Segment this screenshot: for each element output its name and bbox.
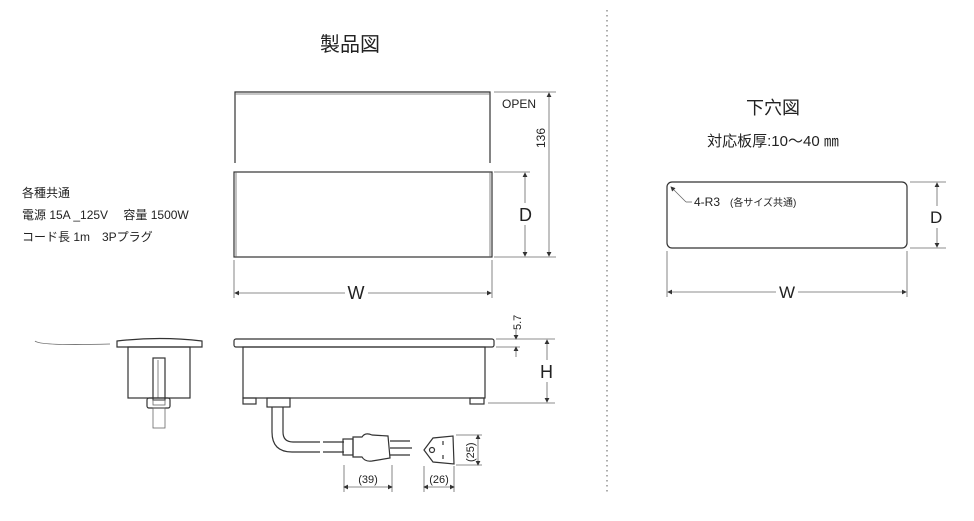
socket-width-label: (26) [429,474,449,486]
product-drawing-title: 製品図 [320,33,380,56]
depth-label: D [519,205,532,225]
height-label: H [540,362,553,382]
width-label: W [348,283,365,303]
height-136-label: 136 [534,128,548,148]
hole-depth-label: D [930,208,942,227]
spec-line-cord: コード長 1m 3Pプラグ [22,230,153,244]
spec-line-power: 電源 15A _125V 容量 1500W [22,207,189,222]
front-view [233,330,555,492]
hole-drawing-title: 下穴図 [746,98,800,118]
hole-cutout-view [666,181,946,297]
corner-radius-note: 4-R3 [694,195,720,209]
top-view [233,91,556,298]
corner-radius-suffix: (各サイズ共通) [730,196,796,209]
socket-height-label: (25) [465,442,477,462]
spec-line-common: 各種共通 [22,185,70,200]
open-label: OPEN [502,97,536,111]
board-thickness: 対応板厚:10～40 ㎜ [707,132,839,150]
lid-thickness-label: 5.7 [512,315,524,330]
plug-length-label: (39) [358,474,378,486]
hole-width-label: W [779,283,795,302]
side-view [34,337,203,429]
